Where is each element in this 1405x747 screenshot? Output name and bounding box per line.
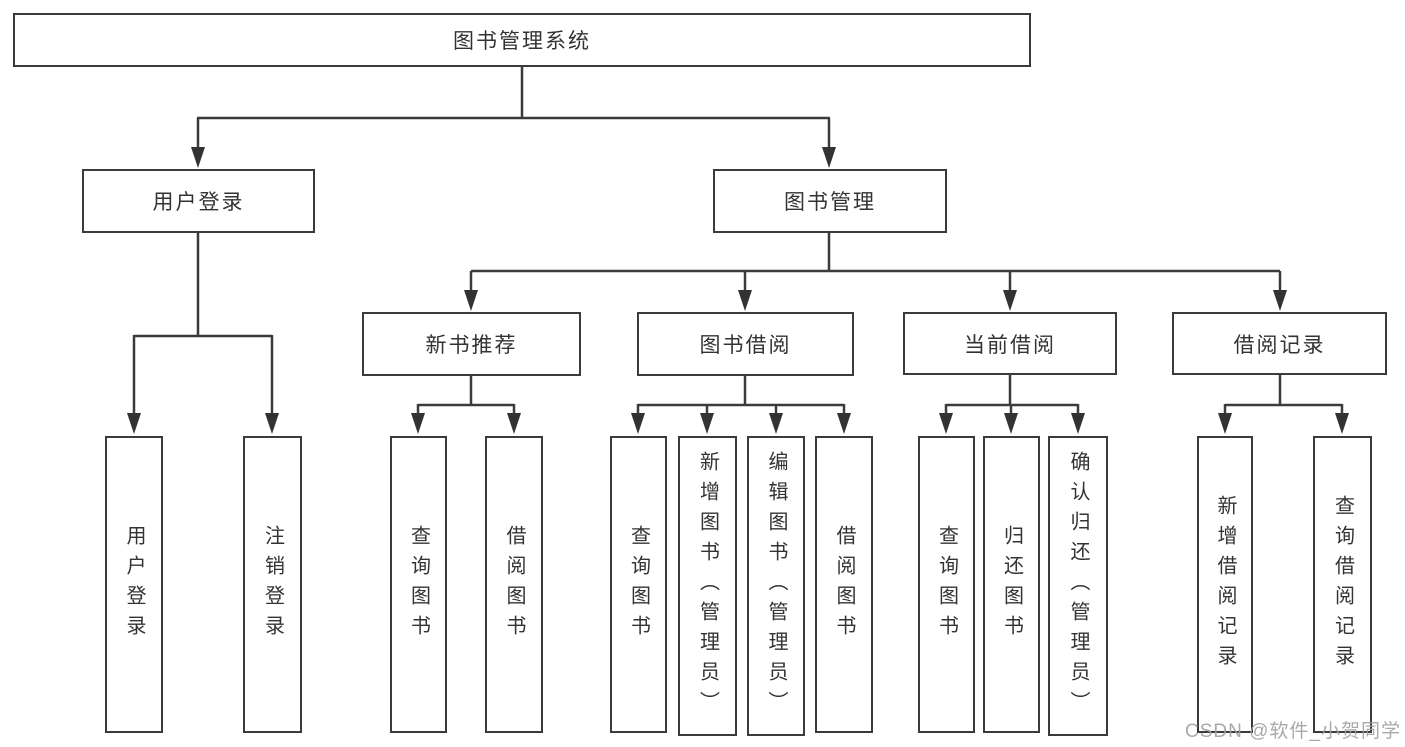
node-new-book-recommend: 新书推荐 xyxy=(362,312,581,376)
node-book-borrowing: 图书借阅 xyxy=(637,312,854,376)
node-library-management-system: 图书管理系统 xyxy=(13,13,1031,67)
node-book-management: 图书管理 xyxy=(713,169,947,233)
leaf-label: 确认归还（管理员） xyxy=(1067,451,1089,721)
leaf-add-borrow-record: 新增借阅记录 xyxy=(1197,436,1253,733)
node-label: 当前借阅 xyxy=(964,333,1056,357)
node-user-login: 用户登录 xyxy=(82,169,315,233)
node-current-borrowing: 当前借阅 xyxy=(903,312,1117,375)
leaf-query-borrow-record: 查询借阅记录 xyxy=(1313,436,1372,733)
node-label: 新书推荐 xyxy=(425,334,518,357)
leaf-label: 新增借阅记录 xyxy=(1214,494,1236,675)
node-label: 图书管理 xyxy=(784,191,876,214)
leaf-label: 用户登录 xyxy=(123,524,145,645)
leaf-label: 编辑图书（管理员） xyxy=(765,451,787,721)
node-borrowing-records: 借阅记录 xyxy=(1172,312,1387,375)
leaf-query-books-1: 查询图书 xyxy=(390,436,447,733)
leaf-query-books-3: 查询图书 xyxy=(918,436,975,733)
node-label: 图书借阅 xyxy=(699,334,792,357)
leaf-label: 新增图书（管理员） xyxy=(696,451,719,721)
leaf-borrow-books-1: 借阅图书 xyxy=(485,436,543,733)
leaf-label: 注销登录 xyxy=(261,524,284,645)
leaf-user-login: 用户登录 xyxy=(105,436,163,733)
leaf-label: 查询图书 xyxy=(627,524,650,645)
leaf-label: 借阅图书 xyxy=(833,524,855,645)
leaf-label: 归还图书 xyxy=(1000,524,1023,645)
leaf-return-books: 归还图书 xyxy=(983,436,1040,733)
leaf-borrow-books-2: 借阅图书 xyxy=(815,436,873,733)
leaf-edit-books-admin: 编辑图书（管理员） xyxy=(747,436,805,736)
leaf-query-books-2: 查询图书 xyxy=(610,436,667,733)
node-label: 借阅记录 xyxy=(1233,333,1326,357)
leaf-label: 查询图书 xyxy=(935,524,958,645)
leaf-confirm-return-admin: 确认归还（管理员） xyxy=(1048,436,1108,736)
leaf-label: 查询借阅记录 xyxy=(1331,494,1354,675)
leaf-label: 借阅图书 xyxy=(503,524,525,645)
node-label: 图书管理系统 xyxy=(453,30,591,53)
node-label: 用户登录 xyxy=(152,191,245,214)
leaf-label: 查询图书 xyxy=(407,524,430,645)
leaf-logout: 注销登录 xyxy=(243,436,302,733)
leaf-add-books-admin: 新增图书（管理员） xyxy=(678,436,737,736)
watermark: CSDN @软件_小贺同学 xyxy=(1185,721,1401,742)
